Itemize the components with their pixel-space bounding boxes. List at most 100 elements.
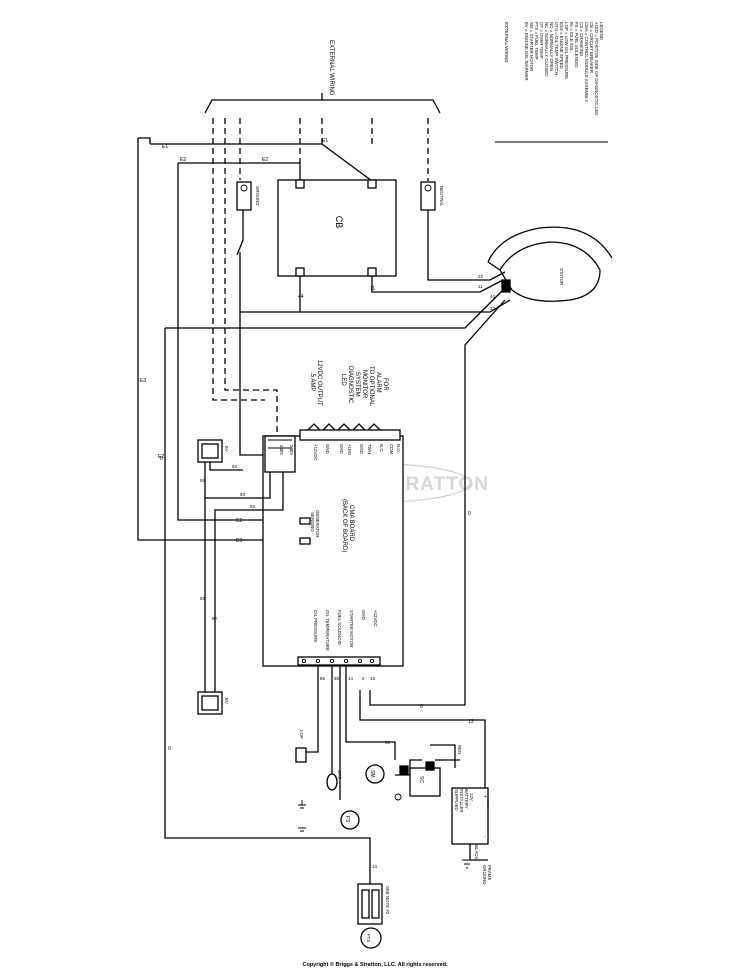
frame-ground-label: FRAME GROUND [482, 865, 492, 885]
svg-text:12VDC OUTPUT: 12VDC OUTPUT [316, 360, 322, 406]
stator: STATOR [487, 226, 613, 302]
pin-label: COM [389, 444, 394, 455]
svg-text:LOP: LOP [299, 730, 304, 739]
pin-label: OIL TEMPERATURE [325, 610, 330, 651]
wire-label-e1: E1 [162, 144, 168, 150]
svg-text:MONITOR: MONITOR [361, 370, 367, 399]
wire-label-e2b: E2 [262, 157, 268, 163]
wire-label-e3b: E3 [236, 538, 242, 544]
cma-top-pin-labels: N.O. COM N.C. TWH GND +LED GND GND +12VD… [279, 444, 401, 461]
pin-label: GND [361, 610, 366, 620]
wire-label-92b: 92 [250, 504, 255, 509]
wire-label-14: 14 [348, 676, 353, 681]
svg-text:TO OPTIONAL: TO OPTIONAL [368, 366, 374, 407]
legend-line: EV = ENGINE GEL WARMER [524, 22, 529, 81]
legend-line: FS = FUEL SOLENOID [574, 22, 579, 68]
svg-text:LED: LED [340, 374, 346, 386]
svg-text:SENSING: SENSING [310, 512, 315, 532]
pin-label: GND [359, 444, 364, 454]
wire-label-e1b: E1 [322, 138, 328, 144]
pin-label: +12VDC [313, 444, 318, 461]
battery-label: 12V BATTERY INSTALLER SUPPLIED [454, 789, 474, 813]
svg-text:12V: 12V [469, 793, 474, 801]
svg-text:FTS: FTS [366, 934, 371, 942]
legend: LEGEND +LED = POSITIVE SIDE OF DIAGNOSTI… [495, 22, 608, 143]
svg-text:FOR: FOR [382, 378, 388, 391]
wire-label-e3: E3 [140, 378, 146, 384]
ev-heater-top: EV [197, 439, 271, 499]
circuit-breaker: CB [277, 179, 397, 277]
output-note: 12VDC OUTPUT .5 AMP [309, 360, 322, 406]
see-note-label: SEE NOTE #2 [385, 886, 390, 915]
svg-text:.5 AMP: .5 AMP [309, 372, 315, 391]
red-label: RED [457, 745, 462, 754]
wire-label-0c: 0 [168, 746, 171, 752]
wire-label-92: 92 [200, 478, 205, 483]
pin-label: STARTER MOTOR [349, 610, 354, 648]
starter-motor: SM [365, 764, 385, 784]
fuel-solenoid: FS [298, 810, 360, 832]
generator-sensing-label: GENERATOR SENSING [310, 510, 320, 537]
svg-text:FS: FS [344, 816, 350, 823]
cb-label: CB [334, 216, 344, 229]
ev-heater-bottom: EV [197, 472, 284, 715]
legend-line: OT = OVER TEMP [539, 22, 544, 59]
pin-label: GND [325, 444, 330, 454]
pin-label: N.O. [396, 444, 401, 453]
external-wiring-label: EXTERNAL WIRING [328, 40, 334, 96]
legend-block: LEGEND +LED = POSITIVE SIDE OF DIAGNOSTI… [504, 22, 604, 115]
wire-label-0a: 0 [160, 456, 163, 462]
legend-line: LEGEND [599, 22, 604, 40]
svg-text:SM: SM [369, 770, 375, 778]
starter-contactor: SC [394, 761, 441, 801]
pin-label: +LED [347, 444, 352, 455]
pin-label: GND [339, 444, 344, 454]
stator-wire-11: 11 [478, 284, 483, 289]
legend-line: OTS = OIL TEMP SWITCH [554, 22, 559, 75]
svg-text:FRAME: FRAME [487, 865, 492, 880]
wire-label-86: 86 [334, 676, 339, 681]
legend-external-wiring: EXTERNAL WIRING [504, 22, 509, 63]
svg-text:SUPPLIED: SUPPLIED [454, 789, 459, 811]
stator-label: STATOR [559, 268, 564, 285]
wire-label-85: 85 [320, 676, 325, 681]
legend-line: NO = NORMALLY OPEN [549, 22, 554, 71]
pin-label: +12VDC [373, 610, 378, 627]
pin-label: N.C. [379, 444, 384, 453]
svg-text:INSTALLER: INSTALLER [459, 789, 464, 813]
neutral-lug: NEUTRAL [420, 181, 444, 211]
ots-switch: OTS [298, 770, 342, 809]
battery: 12V BATTERY INSTALLER SUPPLIED + - BLACK… [451, 745, 492, 885]
wire-label-0d: 0 [420, 704, 423, 710]
wire-label-44: 44 [298, 294, 304, 300]
legend-line: +LED = POSITIVE SIDE OF DIAGNOSTIC LED [594, 22, 599, 115]
wire-label-0e: 0 [362, 676, 365, 681]
battery-minus: - [484, 834, 486, 840]
svg-text:EV: EV [224, 446, 229, 452]
wire-label-13: 13 [468, 719, 474, 725]
cma-board-label: CMA BOARD (BACK OF BOARD) [341, 499, 354, 552]
legend-line: LOP = LOW OIL PRESSURE [564, 22, 569, 79]
wire-label-92c: 92 [212, 616, 217, 621]
copyright-text: Copyright © Briggs & Stratton, LLC. All … [302, 962, 448, 968]
cma-bottom-pin-labels: +12VDC GND STARTER MOTOR FUEL SOLENOID O… [313, 610, 378, 651]
svg-text:SC: SC [418, 776, 424, 783]
lop-switch: LOP [295, 730, 307, 763]
cma-board [262, 423, 404, 667]
neutral-label: NEUTRAL [439, 186, 444, 207]
svg-text:GROUND: GROUND [482, 865, 487, 885]
wire-label-14b: 14 [372, 864, 377, 869]
svg-text:DIAGNOSTIC: DIAGNOSTIC [347, 366, 353, 404]
legend-line: CB = CIRCUIT BREAKER [589, 22, 594, 73]
black-label: BLACK [474, 845, 479, 859]
svg-text:ALARM: ALARM [375, 372, 381, 393]
pin-label: OIL PRESSURE [313, 610, 318, 642]
wire-label-93: 93 [232, 464, 237, 469]
wire-label-93b: 93 [240, 492, 245, 497]
legend-line: CMA = CONTROL MODULE ASSEMBLY [584, 22, 589, 102]
wire-label-0b: 0 [468, 511, 471, 517]
wire-label-11: 11 [370, 286, 375, 292]
legend-line: NC = NORMALLY CLOSED [544, 22, 549, 76]
external-wiring-brace: EXTERNAL WIRING [204, 40, 441, 114]
legend-line: SM = STARTER MOTOR [529, 22, 534, 71]
